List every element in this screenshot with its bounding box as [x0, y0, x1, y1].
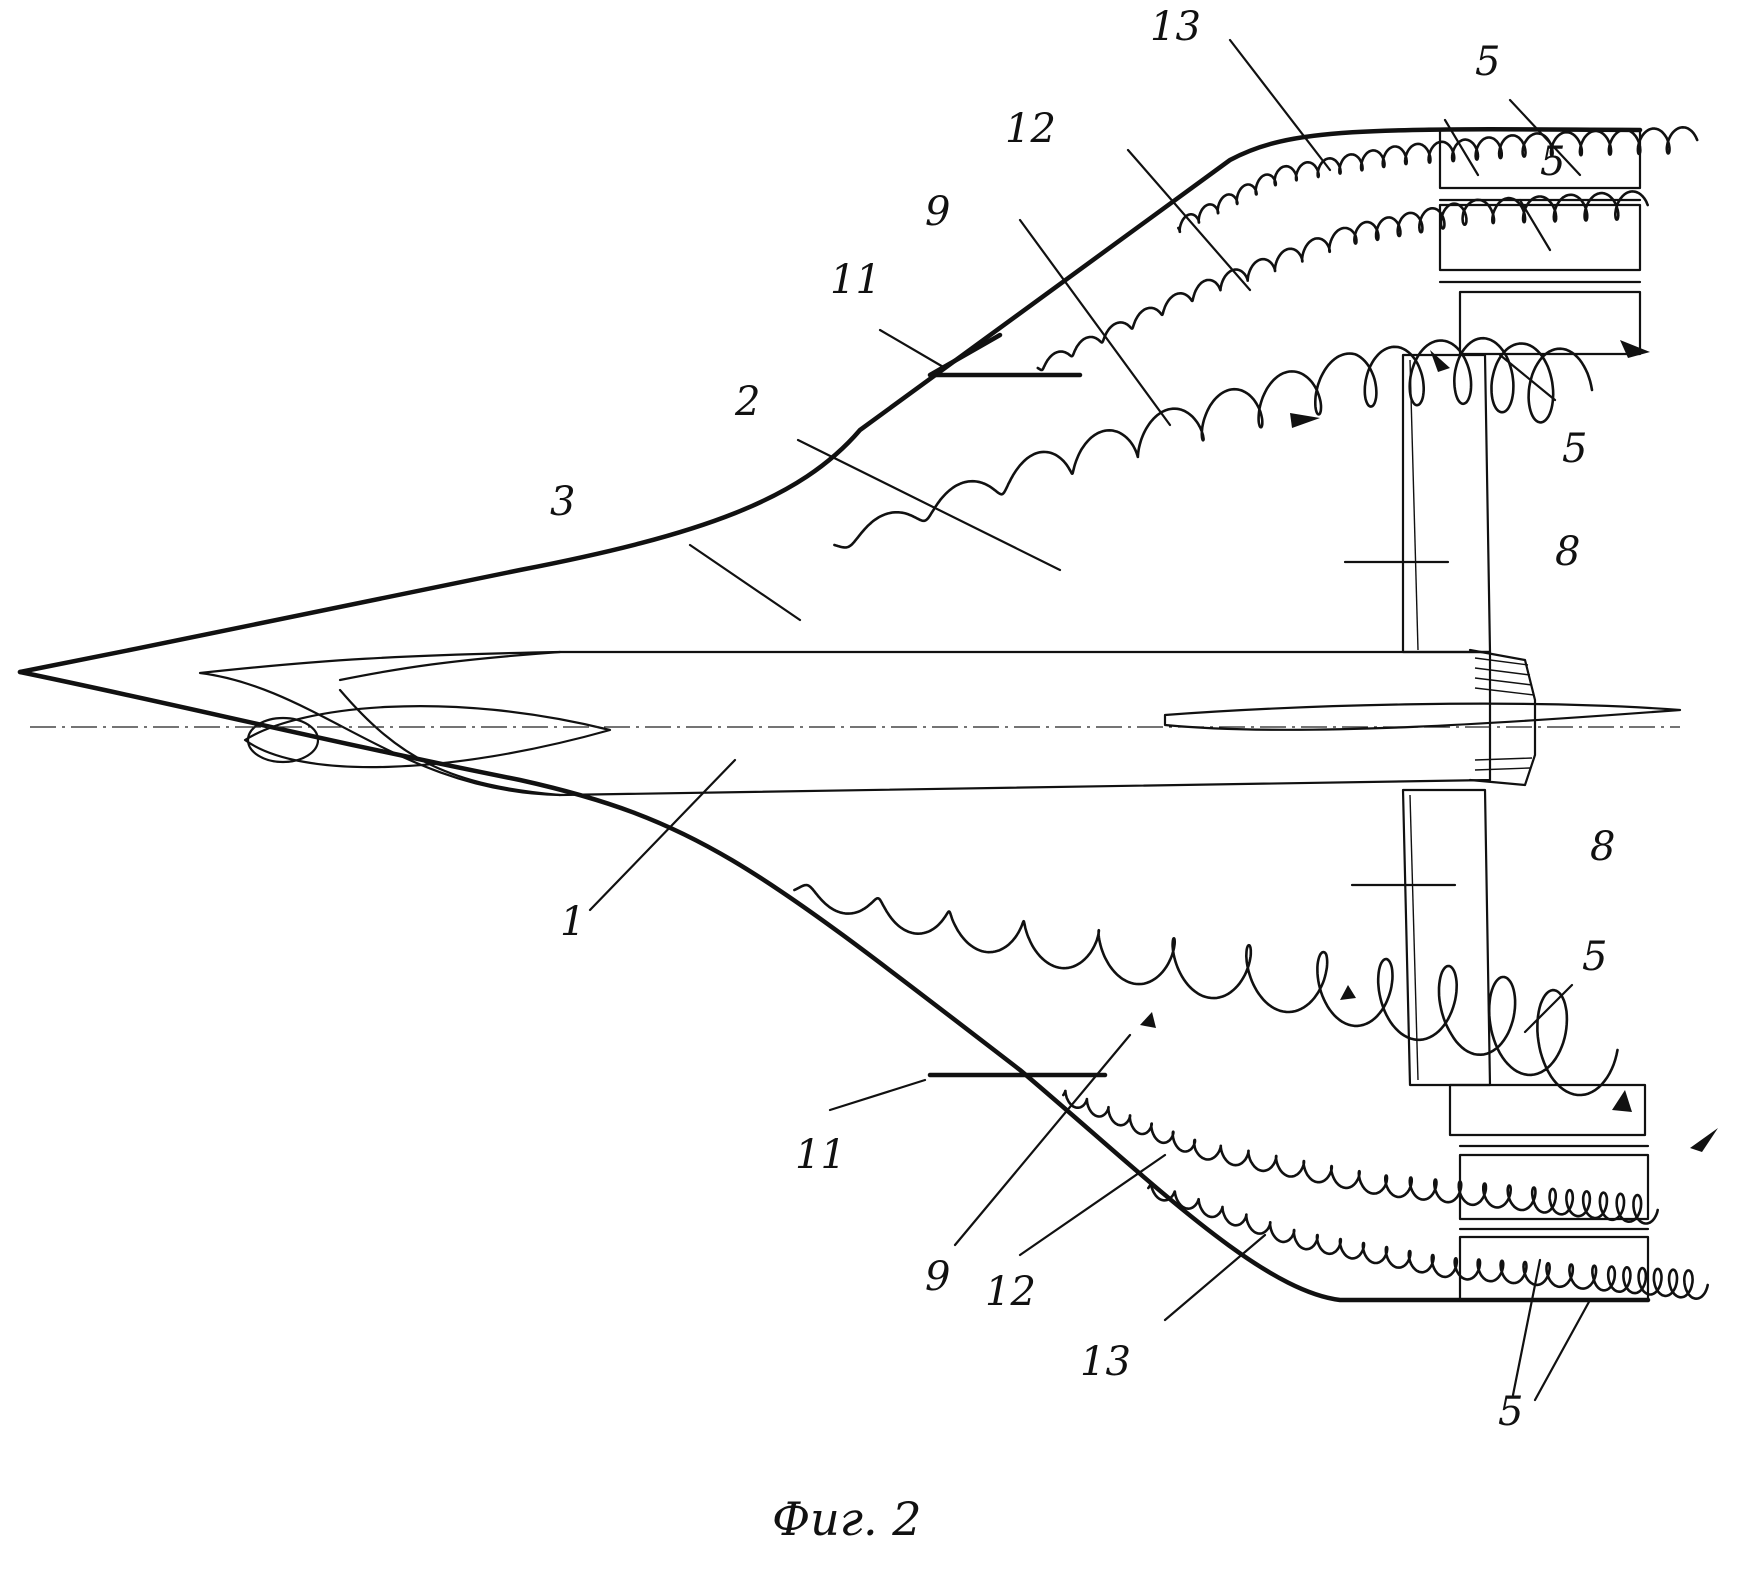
lower-elevon-1 [1448, 1083, 1647, 1137]
label-1: 1 [560, 899, 585, 945]
cockpit-canopy [243, 705, 612, 769]
leader-lines [588, 38, 1592, 1402]
exhaust-cone [1163, 702, 1682, 731]
part-labels: 1 2 3 5 5 5 5 5 8 8 9 9 11 11 12 12 13 1… [550, 4, 1615, 1435]
upper-fin [1401, 353, 1492, 654]
vortex-line [1177, 126, 1699, 234]
lower-leading-edge [17, 669, 1651, 1303]
label-12-bottom: 12 [985, 1269, 1036, 1315]
arrow-head [1140, 1012, 1156, 1028]
vortex-line [1036, 190, 1649, 372]
label-5-bottom: 5 [1498, 1389, 1523, 1435]
figure-caption: Фиг. 2 [772, 1492, 922, 1546]
fuselage-upper-line [338, 650, 562, 682]
label-5-lower-mid: 5 [1582, 934, 1607, 980]
nozzle [1468, 648, 1537, 787]
label-11-bottom: 11 [795, 1132, 846, 1178]
label-5-upper-mid: 5 [1562, 426, 1587, 472]
label-9-top: 9 [925, 189, 950, 235]
upper-elevon-3 [1458, 290, 1642, 356]
arrow-head [1340, 985, 1356, 1000]
label-12-top: 12 [1005, 106, 1056, 152]
arrow-head [1620, 340, 1650, 358]
flow-arrows [1140, 340, 1718, 1152]
label-3: 3 [550, 479, 575, 525]
label-11-top: 11 [830, 257, 881, 303]
vortex-line [793, 883, 1619, 1097]
label-8-bottom: 8 [1590, 824, 1615, 870]
arrow-head [1430, 350, 1450, 372]
upper-vortex-plate [927, 332, 1083, 378]
vortices [793, 126, 1709, 1300]
wing-planform [17, 127, 1682, 1303]
label-5-top-right: 5 [1540, 139, 1565, 185]
label-2: 2 [734, 379, 760, 425]
cockpit-window [246, 716, 320, 764]
label-13-bottom: 13 [1080, 1339, 1131, 1385]
arrow-head [1690, 1128, 1718, 1152]
label-9-bottom: 9 [925, 1254, 950, 1300]
nozzle-hatching [1474, 657, 1535, 771]
upper-leading-edge [17, 127, 1643, 675]
vortex-line [1062, 1089, 1659, 1225]
lower-elevon-3 [1458, 1235, 1650, 1302]
label-5-top-left: 5 [1475, 39, 1500, 85]
vortex-line [1147, 1182, 1709, 1300]
vortex-line [833, 336, 1594, 549]
arrow-head [1612, 1090, 1632, 1112]
label-13-top: 13 [1150, 4, 1201, 50]
fuselage [198, 650, 1492, 797]
arrow-head [1290, 413, 1320, 428]
upper-elevon-2 [1438, 203, 1642, 272]
label-8-top: 8 [1555, 529, 1580, 575]
upper-elevon-1 [1438, 128, 1642, 190]
